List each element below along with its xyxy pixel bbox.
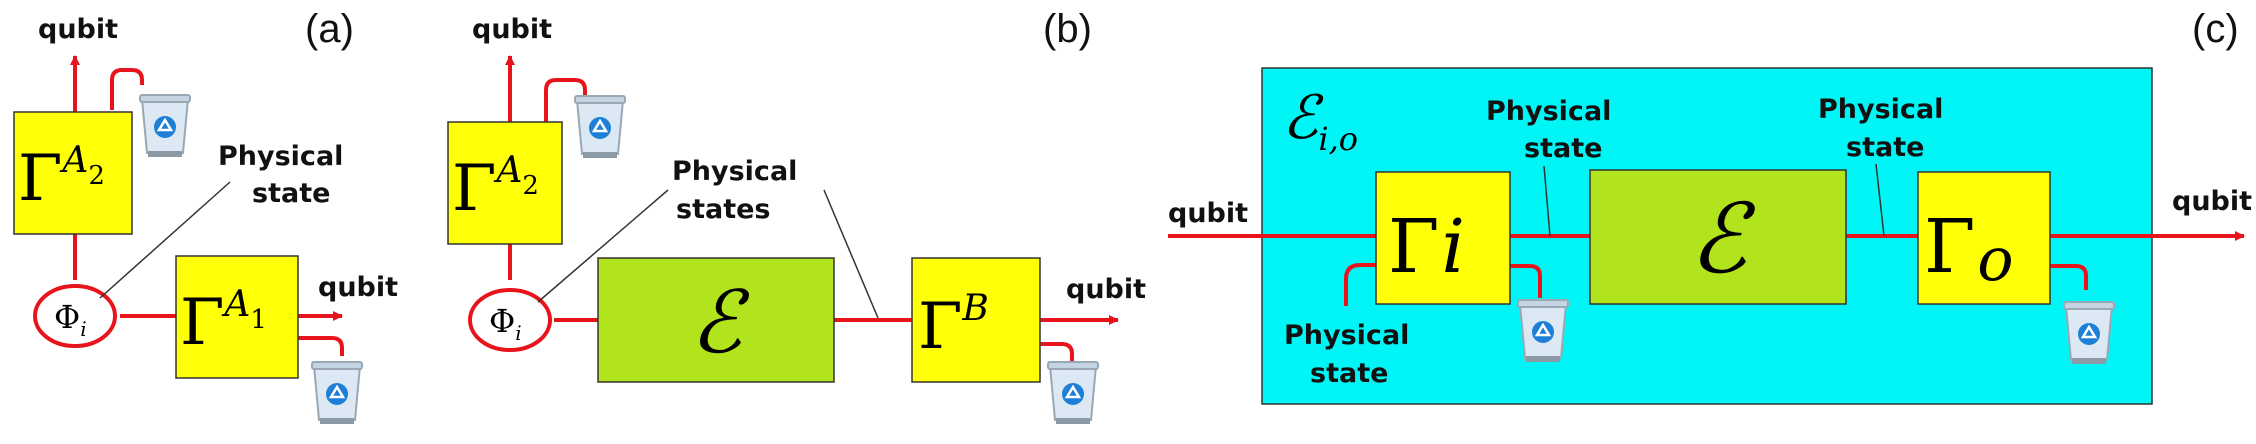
discard-wire-right-a bbox=[298, 336, 344, 356]
physical-states-label-line1: Physical bbox=[672, 156, 797, 187]
pointer-line-c-1 bbox=[1543, 165, 1551, 237]
pointer-line-c-2 bbox=[1875, 163, 1885, 237]
gate-gamma-a2 bbox=[13, 111, 133, 235]
source-phi-b bbox=[468, 288, 552, 352]
qubit-label-top-b: qubit bbox=[472, 14, 552, 45]
physical-state-label-a-line1: Physical bbox=[218, 141, 343, 172]
physical-states-label-line2: states bbox=[676, 194, 771, 225]
source-phi-a-label: Φi bbox=[54, 298, 87, 341]
qubit-label-right-a: qubit bbox=[318, 272, 398, 303]
pointer-line-a bbox=[99, 181, 231, 299]
discard-wire-right-b bbox=[1040, 342, 1074, 362]
channel-e-b bbox=[597, 257, 835, 383]
physical-state-3-line1: Physical bbox=[1284, 320, 1409, 351]
input-physical-wire-c bbox=[1344, 263, 1376, 306]
qubit-label-right-b: qubit bbox=[1066, 274, 1146, 305]
gate-gamma-a2-b bbox=[447, 121, 563, 245]
trash-bin-icon bbox=[2062, 300, 2116, 366]
panel-b: (b) ΓA2 ℰ ΓB Φi qubit qubit Physical sta… bbox=[447, 7, 1146, 426]
panel-a-label: (a) bbox=[305, 7, 354, 51]
discard-wire-top-b bbox=[544, 78, 587, 122]
gate-gamma-i bbox=[1375, 171, 1511, 305]
trash-bin-icon bbox=[1516, 298, 1570, 364]
physical-state-2-line1: Physical bbox=[1818, 94, 1943, 125]
source-phi-a bbox=[33, 284, 117, 348]
pointer-line-b-left bbox=[537, 189, 669, 303]
channel-e-b-label: ℰ bbox=[690, 273, 750, 373]
gate-gamma-a2-b-label: ΓA2 bbox=[452, 150, 539, 226]
channel-title-c: ℰi,o bbox=[1282, 83, 1358, 158]
panel-a: (a) ΓA2 ΓA1 Φi qubit qubit Physical stat… bbox=[13, 7, 398, 426]
qubit-label-in-c: qubit bbox=[1168, 198, 1248, 229]
channel-e-c bbox=[1589, 169, 1847, 305]
channel-e-c-label: ℰ bbox=[1689, 183, 1756, 295]
panel-b-label: (b) bbox=[1043, 7, 1092, 51]
gate-gamma-i-label: Γi bbox=[1388, 204, 1465, 290]
discard-wire-top-a bbox=[110, 68, 144, 110]
physical-state-3-line2: state bbox=[1310, 358, 1388, 389]
physical-state-1-line2: state bbox=[1524, 133, 1602, 164]
gate-gamma-a1 bbox=[175, 255, 299, 379]
physical-state-1-line1: Physical bbox=[1486, 96, 1611, 127]
physical-state-label-a-line2: state bbox=[252, 178, 330, 209]
trash-bin-icon bbox=[138, 93, 192, 159]
trash-bin-icon bbox=[310, 360, 364, 426]
physical-state-2-line2: state bbox=[1846, 132, 1924, 163]
qubit-label-out-c: qubit bbox=[2172, 186, 2252, 217]
gate-gamma-o-label: Γo bbox=[1924, 204, 2013, 295]
panel-c: (c) ℰi,o Γi ℰ Γo qubit qubit Physical st… bbox=[1168, 7, 2252, 405]
trash-bin-icon bbox=[1046, 360, 1100, 426]
qubit-label-top-a: qubit bbox=[38, 14, 118, 45]
gate-gamma-a1-label: ΓA1 bbox=[180, 284, 267, 360]
gate-gamma-o bbox=[1917, 171, 2051, 305]
discard-wire-go bbox=[2050, 264, 2088, 290]
gate-gamma-b bbox=[911, 257, 1041, 383]
gate-gamma-b-label: ΓB bbox=[918, 288, 989, 364]
trash-bin-icon bbox=[573, 94, 627, 160]
panel-c-label: (c) bbox=[2192, 7, 2239, 51]
pointer-line-b-right bbox=[823, 189, 879, 319]
gate-gamma-a2-label: ΓA2 bbox=[18, 140, 105, 216]
discard-wire-gi bbox=[1510, 264, 1542, 298]
source-phi-b-label: Φi bbox=[489, 302, 522, 345]
